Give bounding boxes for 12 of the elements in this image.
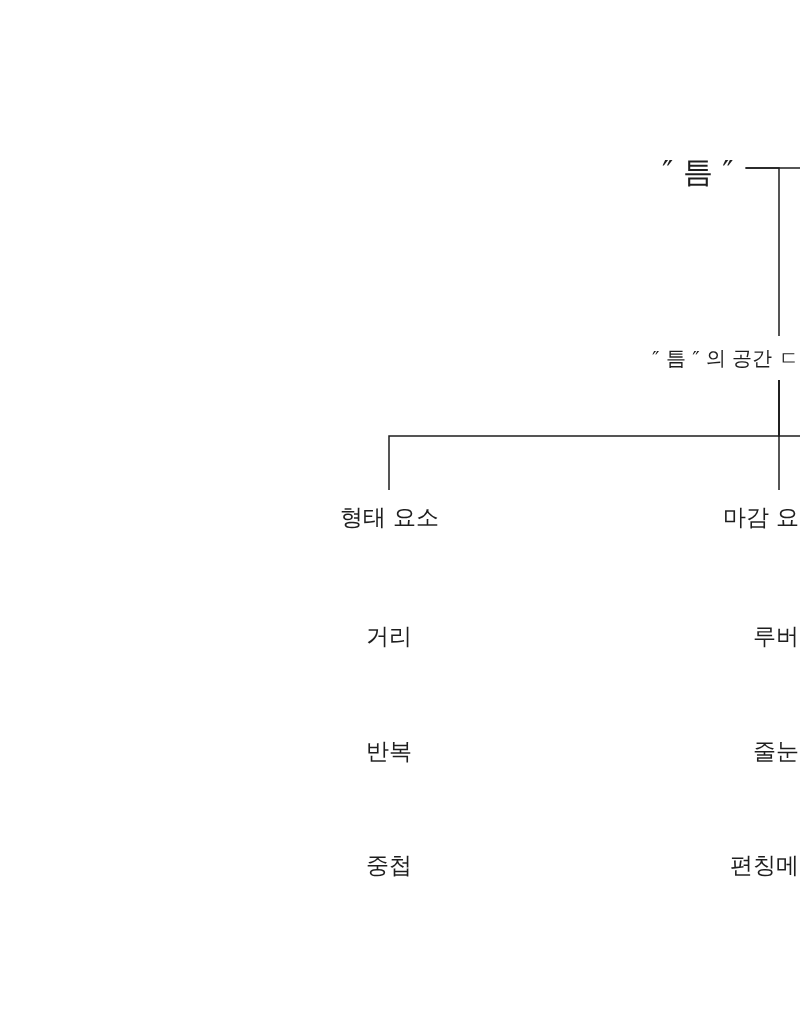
item-label: 중첩: [366, 852, 412, 880]
item-label: 줄눈: [753, 738, 799, 766]
item-label: 편칭메: [730, 852, 799, 880]
item-label: 루버: [753, 623, 799, 651]
category-label: 마감 요: [723, 490, 800, 532]
item-label: 거리: [366, 623, 412, 651]
subheading-text: ″ 틈 ″ 의 공간 ㄷ: [652, 336, 799, 380]
connector-line: [744, 167, 800, 169]
category-label: 형태 요소: [339, 490, 439, 532]
connector-line: [778, 379, 800, 437]
item-label: 반복: [366, 738, 412, 766]
heading-text: ″ 틈 ″: [662, 154, 746, 190]
